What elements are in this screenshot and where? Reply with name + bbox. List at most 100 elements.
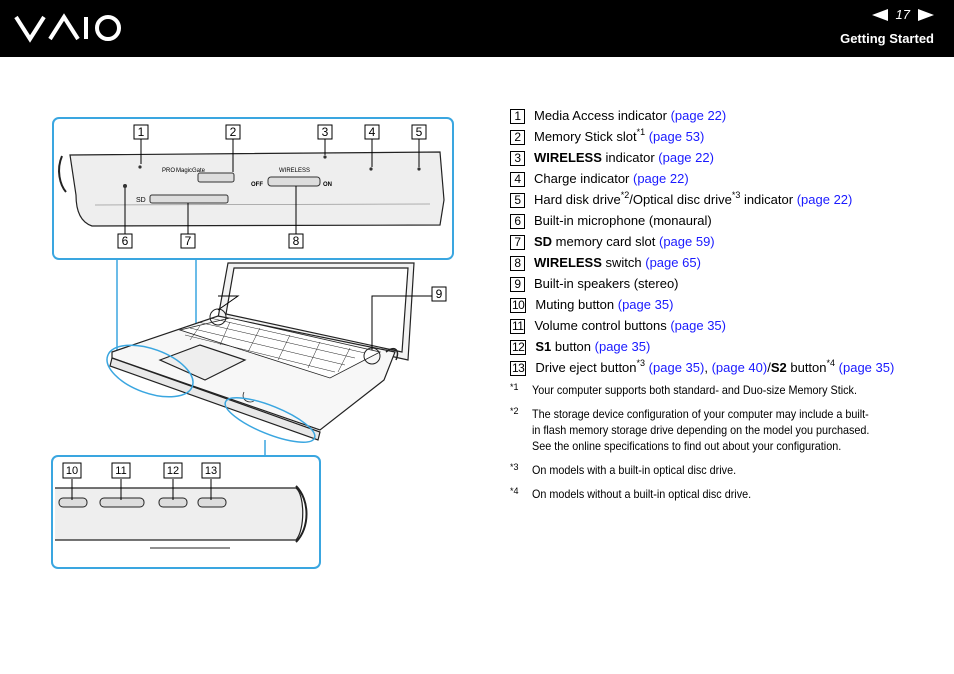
callout-label-13: 13 (205, 465, 217, 477)
footnote-text: On models with a built-in optical disc d… (532, 463, 737, 477)
item-number-box: 4 (510, 172, 525, 187)
list-item: 3 WIRELESS indicator (page 22) (510, 149, 940, 170)
callout-label-9: 9 (436, 287, 443, 301)
footnote-ref: *3 (636, 358, 646, 368)
item-text: SD memory card slot (page 59) (534, 233, 715, 251)
wireless-text: WIRELESS (279, 168, 310, 174)
page-link[interactable]: (page 35) (594, 339, 651, 354)
item-text-part: Memory Stick slot (534, 129, 637, 144)
item-text: Charge indicator (page 22) (534, 170, 689, 188)
front-panel-callout: PRO MagicGate WIRELESS OFF ON SD (52, 117, 454, 260)
page-link[interactable]: (page 59) (658, 234, 715, 249)
button-panel-callout (51, 455, 321, 569)
item-text: Muting button (page 35) (535, 296, 673, 314)
page-link[interactable]: (page 22) (670, 108, 727, 123)
item-text-part: /Optical disc drive (629, 192, 732, 207)
callout-label-12: 12 (167, 465, 179, 477)
list-item: 9 Built-in speakers (stereo) (510, 275, 940, 296)
list-item: 5 Hard disk drive*2/Optical disc drive*3 … (510, 191, 940, 212)
item-text: Hard disk drive*2/Optical disc drive*3 i… (534, 191, 852, 209)
item-text: Built-in microphone (monaural) (534, 212, 712, 230)
item-text-part: , (704, 360, 712, 375)
item-text-part: Muting button (535, 297, 618, 312)
item-text-part: button (551, 339, 595, 354)
bold-term: WIRELESS (534, 150, 602, 165)
page-number: 17 (895, 7, 910, 22)
footnote-text: On models without a built-in optical dis… (532, 487, 752, 501)
callout-label-3: 3 (322, 125, 329, 139)
item-text: WIRELESS indicator (page 22) (534, 149, 714, 167)
speaker-left-highlight (106, 344, 194, 398)
previous-page-arrow-icon[interactable] (871, 8, 888, 21)
page-link[interactable]: (page 35) (670, 318, 726, 333)
callout-label-10: 10 (66, 465, 78, 477)
callout-label-1: 1 (138, 125, 145, 139)
laptop-illustration (109, 262, 415, 441)
item-text-part: indicator (601, 150, 659, 165)
item-text-part: Hard disk drive (534, 192, 621, 207)
page-link[interactable]: (page 22) (633, 171, 689, 186)
on-text: ON (323, 182, 332, 188)
item-text-part: / (767, 360, 771, 375)
page-link[interactable]: (page 40) (711, 360, 768, 375)
page-link[interactable]: (page 53) (648, 129, 705, 144)
footnote-mark: *4 (510, 486, 519, 496)
item-number-box: 6 (510, 214, 525, 229)
callout-label-6: 6 (122, 234, 129, 248)
section-title: Getting Started (840, 31, 934, 46)
footnote: *2 The storage device configuration of yo… (510, 406, 940, 454)
footnote-ref: *4 (826, 358, 836, 368)
list-item: 10 Muting button (page 35) (510, 296, 940, 317)
pro-text: PRO (162, 168, 175, 174)
bold-term: S2 (770, 360, 787, 375)
page-link[interactable]: (page 22) (658, 150, 714, 165)
page-nav: 17 (871, 7, 934, 22)
item-text-part: switch (601, 255, 646, 270)
item-text: S1 button (page 35) (535, 338, 650, 356)
item-number-box: 10 (510, 298, 527, 313)
callout-label-11: 11 (115, 465, 126, 477)
item-text: Memory Stick slot*1 (page 53) (534, 128, 704, 146)
footnote-ref: *1 (636, 127, 646, 137)
item-number-box: 11 (510, 319, 526, 334)
bold-term: S1 (535, 339, 552, 354)
footnote: *3 On models with a built-in optical disc… (510, 462, 940, 478)
list-item: 4 Charge indicator (page 22) (510, 170, 940, 191)
magicgate-text: MagicGate (176, 168, 206, 174)
footnote-text: Your computer supports both standard- an… (532, 383, 857, 397)
footnote-mark: *2 (510, 406, 519, 416)
item-text-part: button (786, 360, 827, 375)
page-link[interactable]: (page 35) (617, 297, 674, 312)
page-link[interactable]: (page 35) (648, 360, 705, 375)
footnote: *4 On models without a built-in optical d… (510, 486, 940, 502)
item-text: Volume control buttons (page 35) (534, 317, 726, 335)
page-link[interactable]: (page 22) (796, 192, 853, 207)
page-link[interactable]: (page 35) (838, 360, 895, 375)
page-link[interactable]: (page 65) (645, 255, 701, 270)
footnote-text: The storage device configuration of your… (532, 407, 870, 453)
vaio-logo (14, 13, 121, 43)
item-number-box: 2 (510, 130, 525, 145)
list-item: 2 Memory Stick slot*1 (page 53) (510, 128, 940, 149)
item-text-part: Built-in speakers (stereo) (534, 276, 679, 291)
footnote-ref: *3 (731, 190, 741, 200)
item-text-part: Volume control buttons (534, 318, 671, 333)
item-number-box: 9 (510, 277, 525, 292)
footnote-mark: *3 (510, 462, 519, 472)
next-page-arrow-icon[interactable] (918, 8, 934, 21)
list-item: 11 Volume control buttons (page 35) (510, 317, 940, 338)
item-text: Drive eject button*3 (page 35), (page 40… (535, 359, 894, 377)
callout-label-2: 2 (230, 125, 237, 139)
front-buttons-highlight (224, 397, 316, 443)
item-number-box: 3 (510, 151, 525, 166)
bold-term: SD (534, 234, 553, 249)
item-text-part: Media Access indicator (534, 108, 671, 123)
item-number-box: 5 (510, 193, 525, 208)
